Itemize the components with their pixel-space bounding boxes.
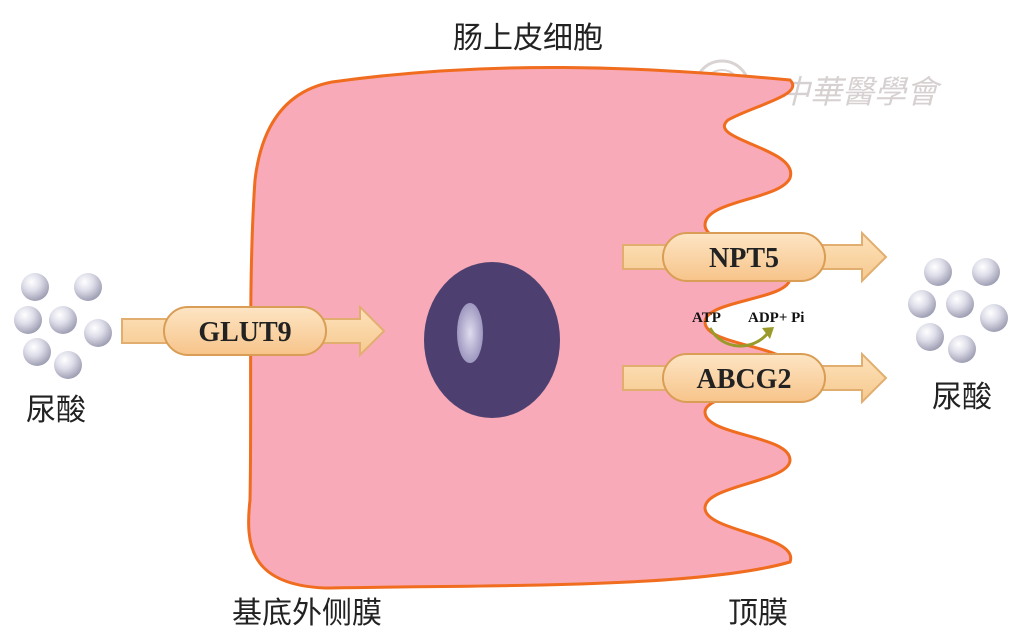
watermark-text: 中華醫學會 bbox=[778, 73, 942, 111]
glut9-pill bbox=[163, 306, 327, 356]
uric-acid-left-label: 尿酸 bbox=[26, 393, 86, 428]
uric-acid-molecules-left bbox=[14, 273, 112, 379]
uric-acid-molecules-right bbox=[908, 258, 1008, 363]
uric-acid-sphere bbox=[14, 306, 42, 334]
uric-acid-right-label: 尿酸 bbox=[932, 380, 992, 415]
apical-membrane-label: 顶膜 bbox=[728, 596, 788, 631]
uric-acid-sphere bbox=[924, 258, 952, 286]
uric-acid-sphere bbox=[908, 290, 936, 318]
uric-acid-sphere bbox=[49, 306, 77, 334]
abcg2-label: ABCG2 bbox=[697, 364, 792, 395]
uric-acid-sphere bbox=[23, 338, 51, 366]
atp-curve-arrowhead-icon bbox=[762, 327, 774, 339]
npt5-label: NPT5 bbox=[709, 243, 779, 274]
glut9-transporter: GLUT9 bbox=[121, 304, 386, 358]
glut9-label: GLUT9 bbox=[198, 317, 291, 348]
abcg2-transporter: ABCG2 bbox=[622, 351, 888, 405]
adp-pi-label: ADP+ Pi bbox=[748, 310, 804, 326]
uric-acid-sphere bbox=[916, 323, 944, 351]
basolateral-membrane-label: 基底外侧膜 bbox=[232, 596, 382, 631]
uric-acid-sphere bbox=[980, 304, 1008, 332]
uric-acid-sphere bbox=[948, 335, 976, 363]
nucleolus bbox=[457, 303, 483, 363]
nucleus bbox=[424, 262, 560, 418]
npt5-transporter: NPT5 bbox=[622, 230, 888, 284]
uric-acid-sphere bbox=[21, 273, 49, 301]
uric-acid-sphere bbox=[84, 319, 112, 347]
abcg2-pill bbox=[662, 353, 826, 403]
atp-hydrolysis: ATP ADP+ Pi bbox=[692, 310, 804, 348]
atp-label: ATP bbox=[692, 310, 721, 326]
uric-acid-sphere bbox=[972, 258, 1000, 286]
uric-acid-sphere bbox=[74, 273, 102, 301]
npt5-pill bbox=[662, 232, 826, 282]
uric-acid-sphere bbox=[946, 290, 974, 318]
atp-curve-arrow-icon bbox=[708, 327, 770, 348]
cell-title: 肠上皮细胞 bbox=[453, 21, 603, 56]
uric-acid-sphere bbox=[54, 351, 82, 379]
